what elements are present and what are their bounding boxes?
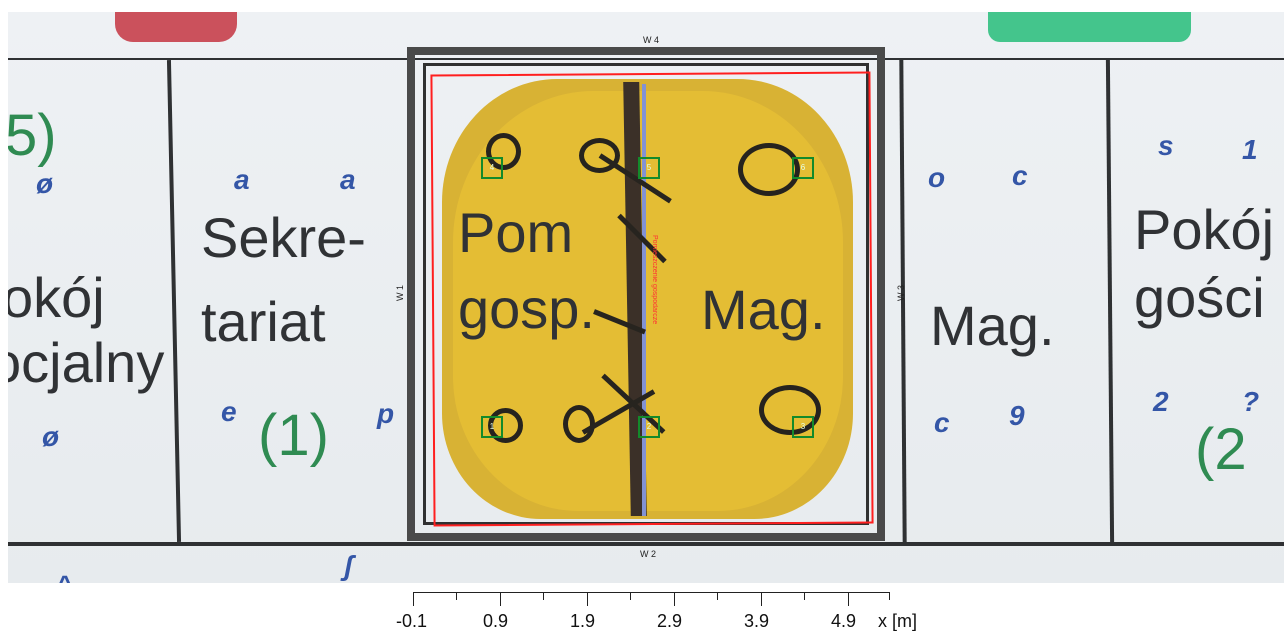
scale-tick-minor xyxy=(456,592,457,600)
room-number-5: 5) xyxy=(8,103,57,168)
handwritten-mark: c xyxy=(1012,160,1028,191)
scale-tick-label: 4.9 xyxy=(831,611,857,631)
scale-tick-minor xyxy=(543,592,544,600)
scale-tick-minor xyxy=(889,592,890,600)
ink-stain xyxy=(488,408,523,443)
handwritten-mark: ^ xyxy=(56,572,72,584)
room-label-mag-right: Mag. xyxy=(930,294,1055,357)
room-inner-frame xyxy=(423,63,869,525)
scale-tick xyxy=(674,592,675,606)
handwritten-mark: e xyxy=(221,396,237,427)
room-label-left-1: okój xyxy=(8,266,105,329)
room-label-left-2: ocjalny xyxy=(8,331,165,394)
sensor-marker[interactable]: 5 xyxy=(638,157,660,179)
scale-tick-label: -0.1 xyxy=(396,611,428,631)
wall-label-right: W 3 xyxy=(896,284,907,302)
plan-horizontal-line-bottom xyxy=(8,542,1284,546)
scale-tick-minor xyxy=(717,592,718,600)
handwritten-mark: 9 xyxy=(1009,400,1025,431)
room-label-sekre-1: Sekre- xyxy=(201,206,366,269)
handwritten-mark: s xyxy=(1158,130,1174,161)
handwritten-mark: ? xyxy=(1242,386,1260,417)
handwritten-mark: a xyxy=(340,164,356,195)
scale-tick-minor xyxy=(804,592,805,600)
handwritten-mark: 1 xyxy=(1242,134,1258,165)
divider-annotation: Pomieszczenie gospodarcze xyxy=(651,235,658,325)
sensor-marker[interactable]: 1 xyxy=(481,416,503,438)
ink-stain xyxy=(486,133,521,170)
room-label-pokoj-right-1: Pokój xyxy=(1134,198,1275,261)
wall-label-top: W 4 xyxy=(643,35,660,45)
sensor-marker[interactable]: 2 xyxy=(638,416,660,438)
plan-vertical-line-1 xyxy=(166,60,182,542)
green-marker xyxy=(988,12,1191,42)
room-label-mag-center: Mag. xyxy=(701,278,826,341)
wall-label-bottom: W 2 xyxy=(640,549,657,559)
scale-tick xyxy=(848,592,849,606)
red-marker xyxy=(115,12,237,42)
wall-label-left: W 1 xyxy=(395,284,406,302)
scale-tick-label: 3.9 xyxy=(744,611,770,631)
scale-tick-label: 0.9 xyxy=(483,611,509,631)
handwritten-mark: o xyxy=(928,162,946,193)
handwritten-mark: 2 xyxy=(1153,386,1169,417)
scale-tick-minor xyxy=(630,592,631,600)
sensor-marker[interactable]: 3 xyxy=(792,416,814,438)
room-label-pom: Pom xyxy=(458,201,574,264)
sensor-marker[interactable]: 4 xyxy=(481,157,503,179)
sensor-marker[interactable]: 6 xyxy=(792,157,814,179)
room-label-pokoj-right-2: gości xyxy=(1134,266,1265,329)
handwritten-mark: a xyxy=(234,164,250,195)
scale-tick xyxy=(413,592,414,606)
scale-tick-label: 1.9 xyxy=(570,611,596,631)
ink-stain xyxy=(738,143,800,196)
room-label-sekre-2: tariat xyxy=(201,290,326,353)
ink-stain xyxy=(579,138,620,173)
scale-tick-label: 2.9 xyxy=(657,611,683,631)
handwritten-mark: ø xyxy=(42,421,60,452)
handwritten-mark: ø xyxy=(36,168,54,199)
handwritten-mark: c xyxy=(934,407,950,438)
room-number-2: (2 xyxy=(1195,417,1247,482)
scale-tick xyxy=(500,592,501,606)
scale-tick xyxy=(587,592,588,606)
scale-unit-label: x [m] xyxy=(878,611,917,631)
handwritten-mark: ʃ xyxy=(344,550,353,581)
ink-stain xyxy=(759,385,821,435)
room-outer-frame xyxy=(407,47,885,541)
handwritten-mark: p xyxy=(377,398,395,429)
plan-horizontal-line-top xyxy=(8,58,1284,60)
room-label-gosp: gosp. xyxy=(458,277,595,340)
scale-tick xyxy=(761,592,762,606)
plan-vertical-line-3 xyxy=(1105,59,1115,543)
room-number-1: (1) xyxy=(258,403,329,468)
room-divider-blue-line xyxy=(642,84,646,516)
scale-axis-line xyxy=(413,592,889,593)
